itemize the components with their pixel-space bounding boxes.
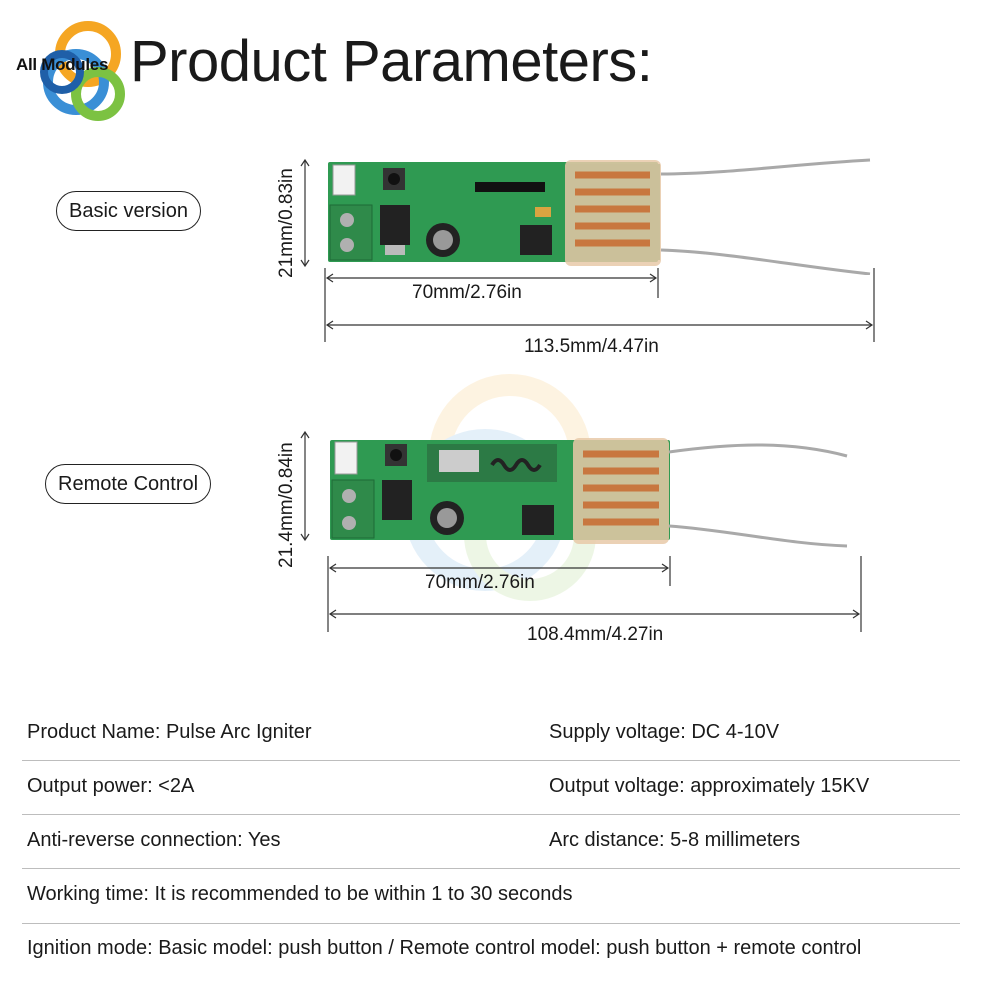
- remote-version-board-image: [330, 438, 848, 548]
- remote-board-length: 70mm/2.76in: [425, 572, 535, 593]
- spec-output-voltage: Output voltage: approximately 15KV: [549, 775, 870, 797]
- remote-width-arrows: [327, 556, 862, 632]
- spec-anti-reverse: Anti-reverse connection: Yes: [27, 829, 281, 851]
- spec-divider: [22, 760, 960, 761]
- spec-divider: [22, 814, 960, 815]
- spec-arc-distance: Arc distance: 5-8 millimeters: [549, 829, 801, 851]
- brand-logo-text: All Modules: [16, 55, 109, 74]
- spec-divider: [22, 868, 960, 869]
- spec-product-name: Product Name: Pulse Arc Igniter: [27, 721, 312, 743]
- basic-version-label: Basic version: [56, 191, 201, 231]
- remote-total-length: 108.4mm/4.27in: [527, 624, 664, 645]
- basic-height-arrow: [300, 158, 310, 268]
- remote-height-arrow: [300, 430, 310, 542]
- remote-height-dimension: 21.4mm/0.84in: [276, 442, 297, 568]
- page-title: Product Parameters:: [130, 29, 653, 94]
- spec-divider: [22, 923, 960, 924]
- basic-version-board-image: [328, 158, 871, 275]
- basic-width-arrows: [324, 268, 875, 342]
- remote-version-label: Remote Control: [45, 464, 212, 504]
- basic-height-dimension: 21mm/0.83in: [276, 168, 297, 278]
- brand-logo-icon: [40, 21, 125, 121]
- spec-supply-voltage: Supply voltage: DC 4-10V: [549, 721, 780, 743]
- spec-working-time: Working time: It is recommended to be wi…: [27, 883, 573, 905]
- basic-total-length: 113.5mm/4.47in: [524, 336, 659, 357]
- spec-output-power: Output power: <2A: [27, 775, 195, 797]
- spec-ignition-mode: Ignition mode: Basic model: push button …: [27, 937, 862, 959]
- basic-board-length: 70mm/2.76in: [412, 282, 522, 303]
